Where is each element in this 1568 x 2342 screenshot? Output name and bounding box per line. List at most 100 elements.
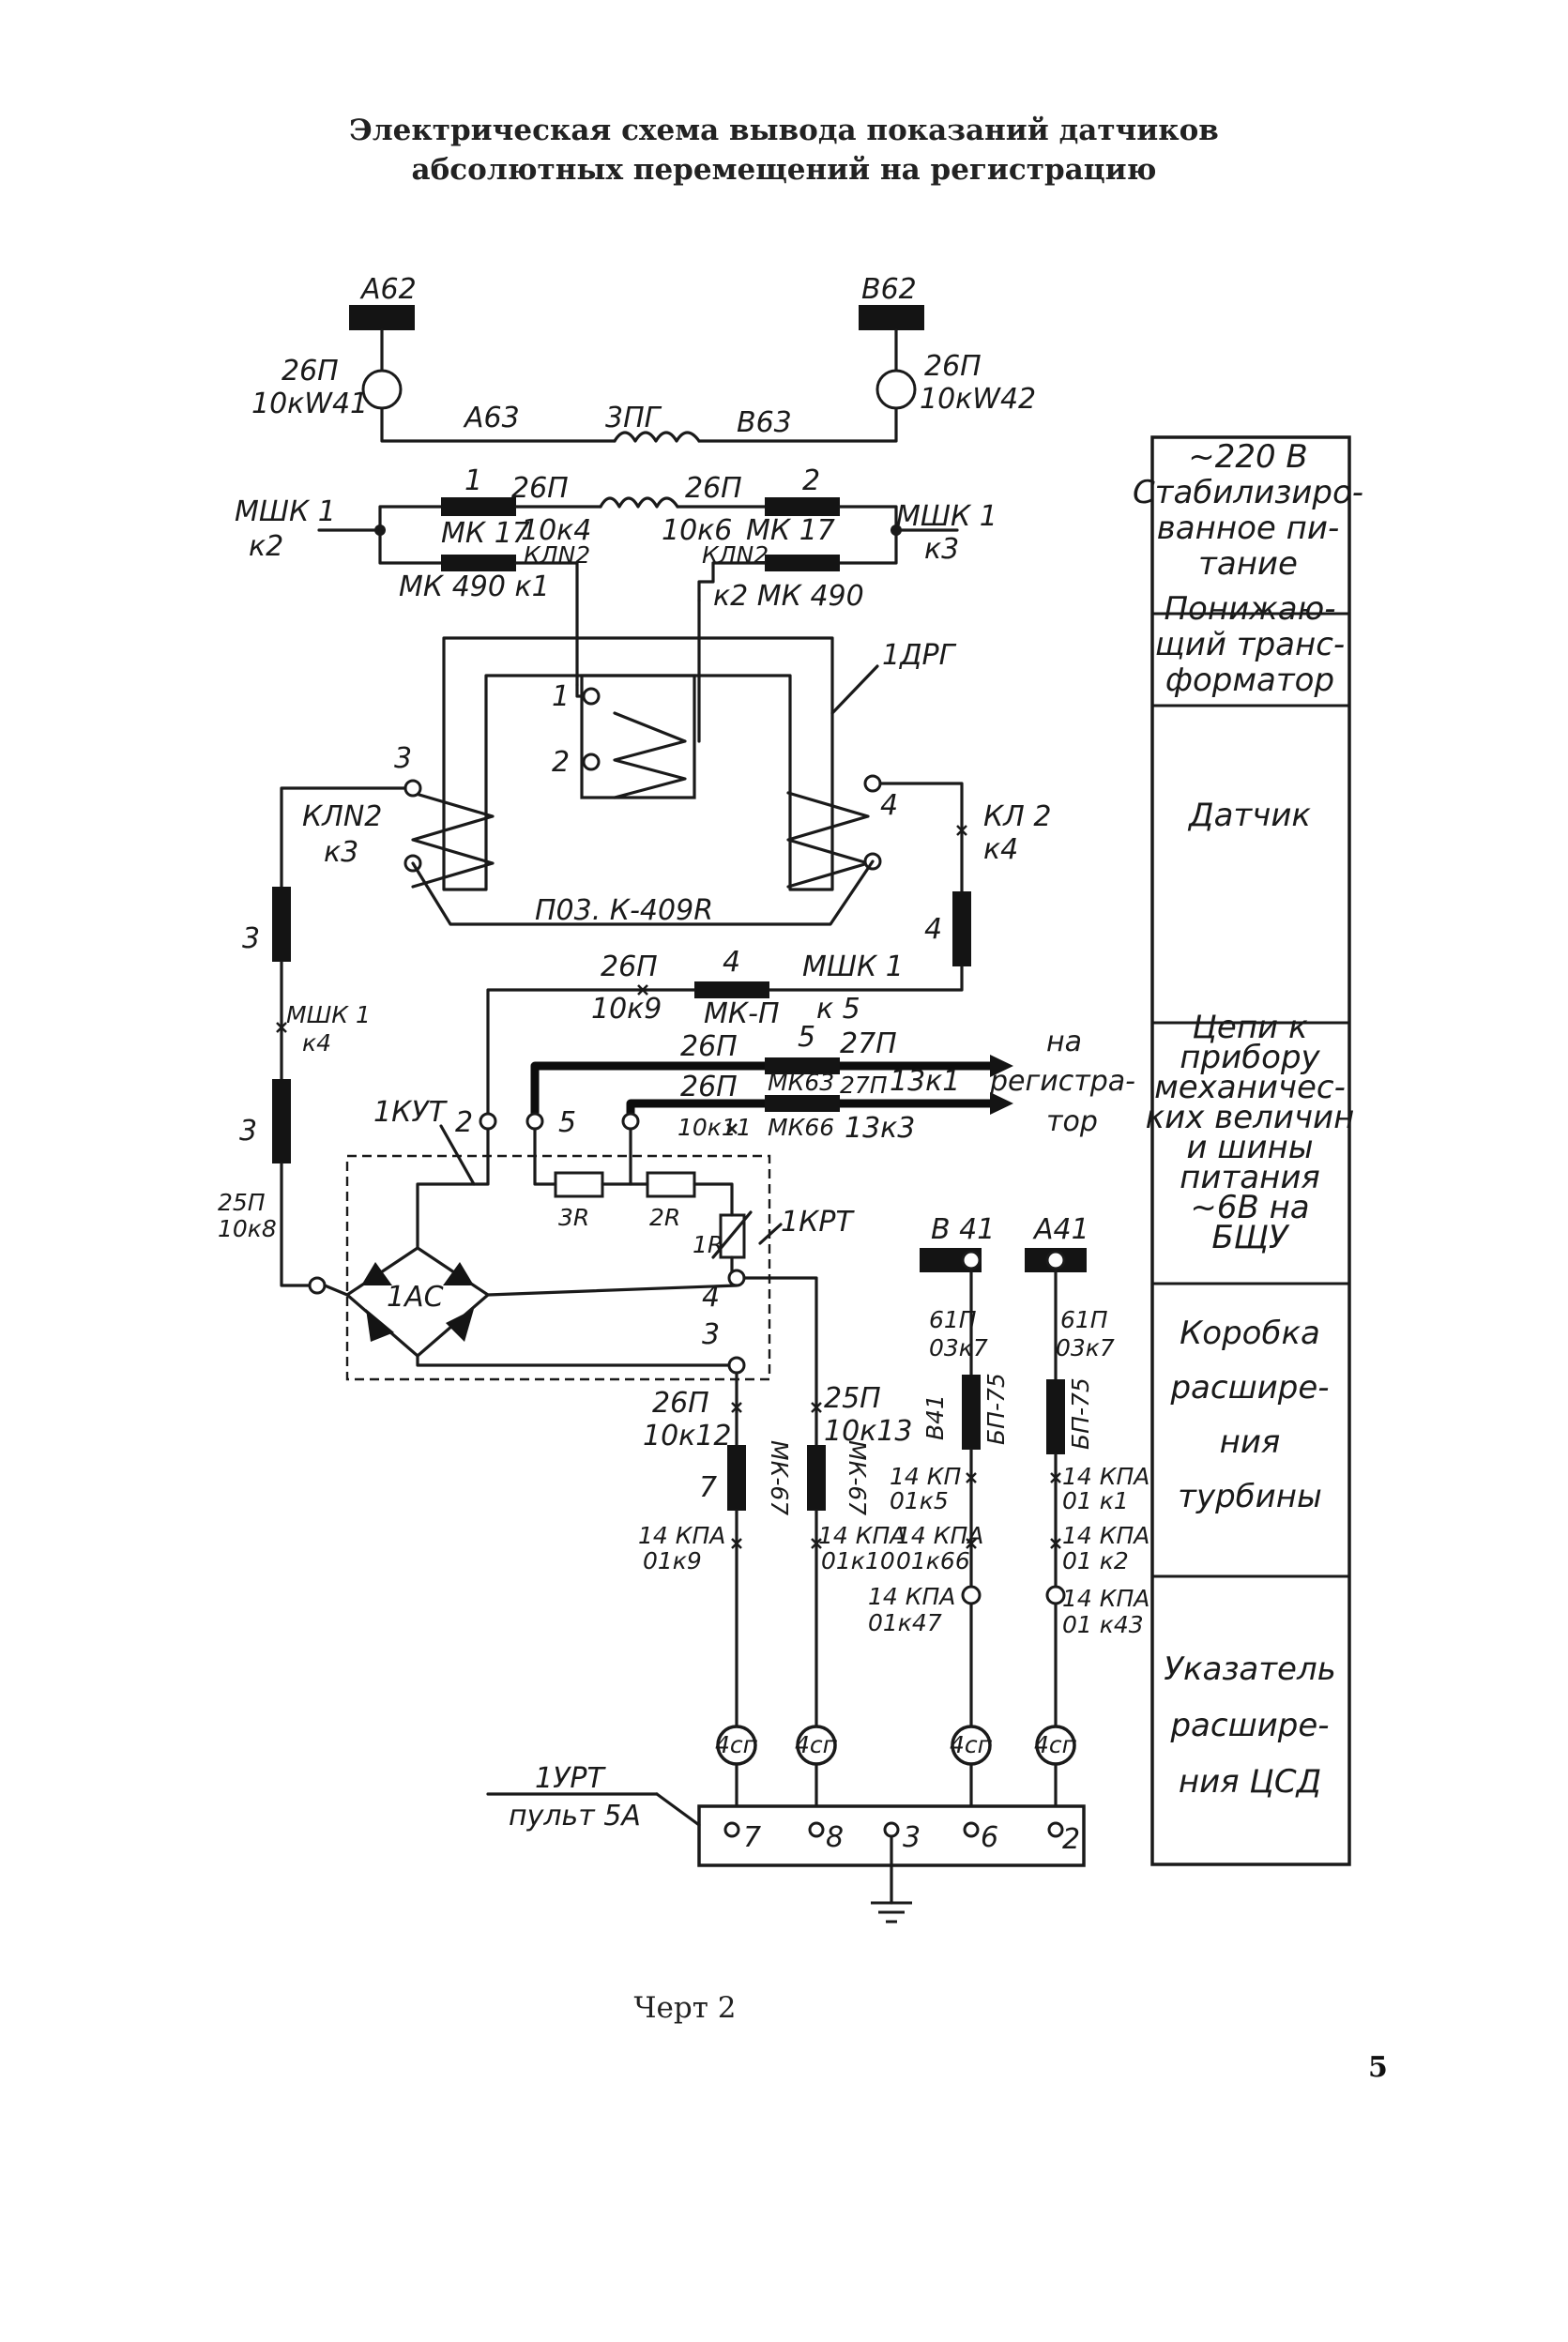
label-text: 26П (680, 1071, 738, 1103)
terminal-v62-block (859, 305, 924, 330)
label-text: 2R (649, 1204, 680, 1231)
coil-right-icon (786, 791, 870, 889)
cell-text: Датчик (1187, 797, 1311, 834)
label-text: 5 (798, 1021, 815, 1054)
cell-text: щий транс- (1155, 626, 1345, 663)
cell-text: ния ЦСД (1179, 1763, 1321, 1801)
label-text: 3 (242, 922, 260, 955)
label-text: 1ДРГ (882, 639, 957, 672)
label-a62: А62 (359, 273, 417, 306)
cell-text: Указатель (1164, 1650, 1336, 1688)
chain-8: 25П 10к13 МК-67 14 КПА 14 КПА 01к10 01к6… (742, 1276, 983, 1728)
label-text: МШК 1 (235, 495, 336, 528)
label-text: 26П (652, 1387, 709, 1420)
label-text: 01 к1 (1062, 1487, 1129, 1514)
label-text: МК 17 (441, 517, 530, 550)
label-text: 01к5 (890, 1487, 949, 1514)
label-text: 3 (239, 1115, 257, 1148)
label-text: 26П (685, 472, 742, 505)
table-cell-transformer: Понижаю- щий транс- форматор (1155, 590, 1345, 699)
fuse-left-top (272, 887, 291, 962)
chain-6: В 41 61П 03к7 В41 БП-75 14 КП 01к5 14 КП… (868, 1213, 1010, 1728)
diode-icon (443, 1262, 474, 1285)
label-text: 14 КПА (638, 1522, 725, 1549)
label-text: на (1046, 1026, 1082, 1058)
label-text: МК66 (768, 1114, 834, 1141)
label-text: 1КУТ (373, 1096, 449, 1129)
coil-left-icon (411, 791, 495, 889)
table-cell-sensor: Датчик (1187, 797, 1311, 834)
fuse-left-bottom (272, 1079, 291, 1163)
label-text: А41 (1032, 1213, 1089, 1246)
cell-text: Коробка (1180, 1315, 1320, 1352)
cell-text: ких величин (1146, 1099, 1355, 1136)
fuse-row6 (765, 1095, 840, 1112)
left-loop: КЛN2 к3 3 МШК 1 к4 3 25П 10к8 (218, 786, 407, 1287)
label-text: КЛN2 (302, 800, 382, 833)
label-text: 2 (552, 746, 570, 779)
table-cell-indicator: Указатель расшире- ния ЦСД (1164, 1650, 1336, 1801)
label-text: 03к7 (929, 1334, 988, 1361)
label-text: 3 (394, 742, 412, 775)
label-text: 14 КПА (1062, 1585, 1149, 1612)
label-text: 2 (455, 1106, 473, 1139)
core-outline (442, 636, 834, 891)
label-text: 14 КПА (1062, 1463, 1149, 1490)
label-text: регистра- (989, 1065, 1135, 1098)
fuse-2 (765, 497, 840, 516)
label-text: 01к9 (643, 1547, 702, 1574)
coil-top-icon (599, 496, 679, 509)
diode-icon (366, 1309, 394, 1342)
label-text: 3ПГ (605, 402, 662, 434)
label-text: 4 (924, 913, 942, 946)
label-text: МК 17 (746, 514, 835, 547)
cell-text: расшире- (1169, 1707, 1329, 1744)
label-text: 10к4 (521, 514, 591, 547)
gauge-icon: 4сп (1034, 1725, 1077, 1766)
fuse-row4 (694, 981, 769, 998)
control-panel: 1УРТ пульт 5А 7 8 3 6 2 (486, 1762, 1086, 1924)
label-text: 14 КПА (818, 1522, 906, 1549)
label-text: БП-75 (982, 1373, 1010, 1445)
label-text: 10к8 (218, 1215, 277, 1242)
label-text: 27П (840, 1027, 897, 1060)
label-text: 7 (743, 1821, 761, 1854)
label-text: 01 к43 (1062, 1611, 1144, 1638)
label-text: тор (1046, 1105, 1098, 1138)
fuse-1 (441, 497, 516, 516)
label-text: 25П (824, 1382, 881, 1415)
cell-text: форматор (1165, 662, 1334, 699)
title-line-1: Электрическая схема вывода показаний дат… (349, 114, 1219, 147)
label-text: 61П (1060, 1306, 1108, 1333)
cell-text: и шины (1186, 1129, 1313, 1166)
fuse-row5 (765, 1057, 840, 1074)
coil-3pg-icon (613, 431, 701, 443)
sensor-1drg: 1ДРГ 1 2 3 4 П03. К-409R (394, 599, 957, 927)
cell-text: расшире- (1169, 1369, 1329, 1407)
cell-text: турбины (1178, 1478, 1322, 1515)
label-text: к3 (324, 836, 358, 869)
label-text: 01к47 (868, 1609, 942, 1636)
label-text: 10кW42 (920, 383, 1036, 416)
label-text: 10кW41 (251, 388, 368, 420)
cell-text: питания (1180, 1159, 1320, 1196)
label-text: 10к6 (662, 514, 732, 547)
label-text: 7 (699, 1471, 717, 1504)
label-text: 26П (511, 472, 569, 505)
cell-text: БЩУ (1211, 1219, 1290, 1256)
label-text: 6 (981, 1821, 998, 1854)
chain-7: 26П 10к12 7 МК-67 14 КПА 01к9 (638, 1371, 793, 1728)
label-text: МК-П (704, 997, 780, 1030)
label-text: МК-67 (844, 1440, 871, 1515)
label-text: 1 (552, 680, 570, 713)
supply-terminals: А62 В62 26П 10кW41 26П 10кW42 А63 3ПГ В6… (251, 273, 1036, 443)
table-cell-power: ~220 В Стабилизиро- ванное пи- тание (1133, 438, 1363, 583)
label-text: 26П (680, 1030, 738, 1063)
label-text: к 5 (816, 993, 860, 1026)
lamp-right-icon (875, 369, 917, 410)
label-text: А63 (463, 402, 520, 434)
label-text: 27П (840, 1072, 888, 1099)
cell-text: Стабилизиро- (1133, 474, 1363, 511)
label-text: 10к11 (677, 1114, 752, 1141)
